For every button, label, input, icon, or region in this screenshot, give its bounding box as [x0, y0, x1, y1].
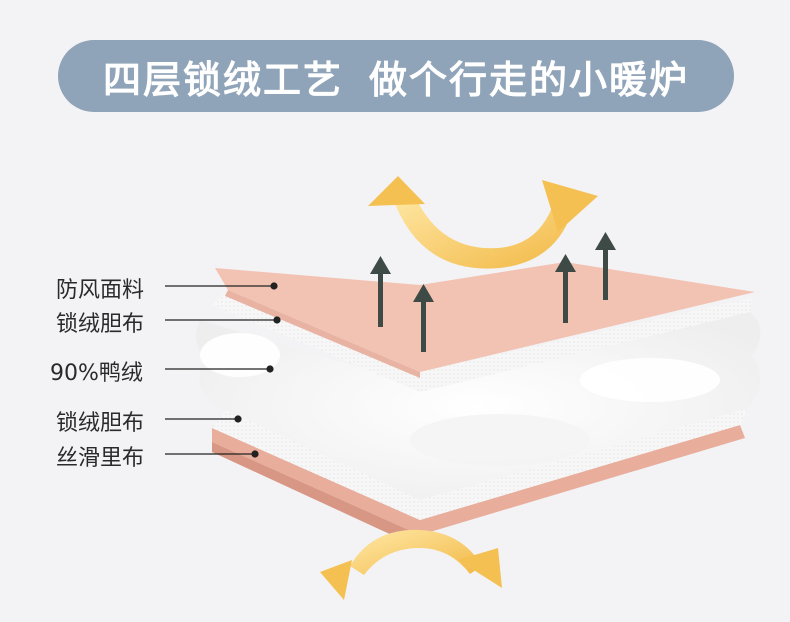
layer-windproof-fabric	[215, 262, 755, 378]
up-arrow-icon	[555, 254, 576, 323]
layer-label-down-proof-upper: 锁绒胆布	[56, 312, 145, 337]
layer-down-proof-upper	[212, 290, 752, 392]
up-arrow-icon	[370, 256, 391, 327]
title-part-1: 四层锁绒工艺	[102, 57, 343, 102]
layer-label-silk-lining: 丝滑里布	[56, 446, 145, 471]
curved-warm-arrow-icon	[320, 529, 502, 600]
layer-silk-lining	[212, 425, 745, 548]
curved-warm-arrow-icon	[368, 176, 598, 269]
up-arrow-icon	[413, 284, 434, 352]
up-arrow-icon	[595, 232, 616, 300]
layer-down-proof-lower	[212, 408, 748, 520]
title-part-2: 做个行走的小暖炉	[369, 57, 690, 102]
layer-label-duck-down: 90%鸭绒	[50, 361, 143, 386]
layer-duck-down	[196, 312, 761, 500]
layer-label-windproof: 防风面料	[56, 278, 145, 303]
leader-lines	[165, 282, 281, 458]
layer-label-down-proof-lower: 锁绒胆布	[56, 411, 145, 436]
title-banner: 四层锁绒工艺 做个行走的小暖炉	[58, 40, 734, 112]
